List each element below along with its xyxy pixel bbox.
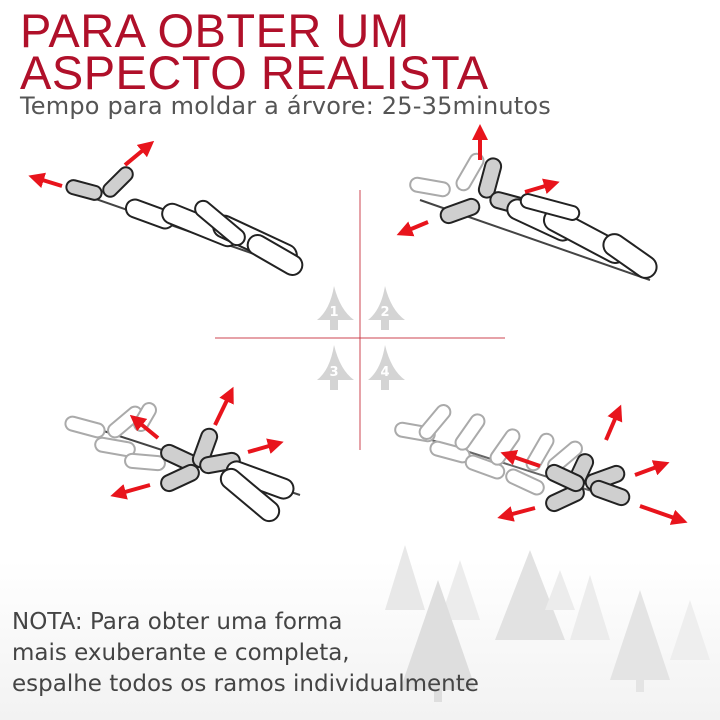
page-title: PARA OBTER UM ASPECTO REALISTA xyxy=(20,4,489,99)
note-line-2: mais exuberante e completa, xyxy=(12,640,350,666)
step-2-branch xyxy=(396,124,658,281)
snowy-trees-background xyxy=(0,545,720,720)
step-number: 3 xyxy=(329,365,338,380)
step-3-branch xyxy=(64,386,301,523)
step-4-tree-icon: 4 xyxy=(368,345,405,390)
step-number: 1 xyxy=(329,305,338,320)
step-4-branch xyxy=(394,404,688,525)
step-1-branch xyxy=(28,140,304,276)
step-number: 2 xyxy=(380,305,389,320)
step-1-tree-icon: 1 xyxy=(317,286,354,330)
step-2-tree-icon: 2 xyxy=(368,286,405,330)
shaping-time-subtitle: Tempo para moldar a árvore: 25-35minutos xyxy=(20,92,552,120)
quadrant-divider xyxy=(215,190,505,450)
note-line-1: NOTA: Para obter uma forma xyxy=(12,609,343,635)
step-markers: 1 2 3 4 xyxy=(317,286,405,390)
step-3-tree-icon: 3 xyxy=(317,345,354,390)
note-text: NOTA: Para obter uma forma mais exuberan… xyxy=(12,607,479,700)
step-number: 4 xyxy=(380,365,389,380)
note-line-3: espalhe todos os ramos individualmente xyxy=(12,671,479,697)
title-line-2: ASPECTO REALISTA xyxy=(20,46,489,99)
title-line-1: PARA OBTER UM xyxy=(20,4,410,57)
